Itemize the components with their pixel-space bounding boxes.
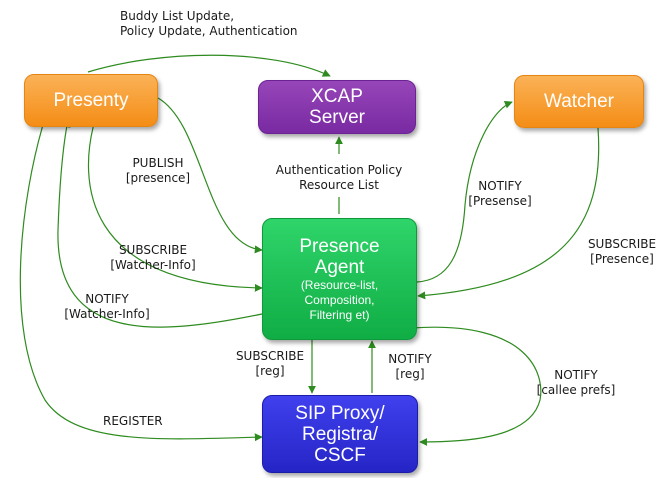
presence-agent-subtitle-line2: Composition,	[304, 292, 375, 307]
presenty-node: Presenty	[24, 74, 158, 127]
sip-proxy-node: SIP Proxy/ Registra/ CSCF	[262, 395, 418, 473]
label-notify-presense: NOTIFY [Presense]	[468, 179, 532, 208]
watcher-node: Watcher	[514, 75, 644, 128]
sip-label-line3: CSCF	[314, 444, 366, 466]
arrow-buddy-list-update	[87, 54, 331, 77]
presence-agent-title-line2: Agent	[314, 256, 365, 278]
label-subscribe-reg: SUBSCRIBE [reg]	[235, 349, 305, 378]
label-subscribe-presence: SUBSCRIBE [Presence]	[587, 237, 657, 266]
arrow-subscribe-presence	[417, 127, 600, 300]
label-buddy-list-update: Buddy List Update, Policy Update, Authen…	[120, 9, 298, 38]
presence-agent-title-line1: Presence	[299, 235, 380, 257]
label-notify-callee-prefs: NOTIFY [callee prefs]	[536, 368, 616, 397]
arrow-notify-watcher-info	[57, 119, 263, 328]
arrow-register	[19, 117, 263, 442]
presence-agent-subtitle-line1: (Resource-list,	[300, 277, 379, 292]
label-publish: PUBLISH [presence]	[125, 156, 191, 185]
label-register: REGISTER	[103, 414, 163, 428]
presence-agent-node: Presence Agent (Resource-list, Compositi…	[262, 218, 417, 340]
presence-agent-subtitle-line3: Filtering et)	[309, 307, 370, 322]
arrow-notify-presense	[416, 100, 513, 283]
arrow-notify-callee-prefs	[411, 326, 542, 446]
xcap-label-line1: XCAP	[311, 86, 363, 107]
sip-label-line2: Registra/	[301, 423, 379, 445]
xcap-server-node: XCAP Server	[258, 80, 416, 134]
watcher-label: Watcher	[543, 91, 615, 112]
label-notify-watcher-info: NOTIFY [Watcher-Info]	[64, 292, 150, 321]
label-auth-policy: Authentication Policy Resource List	[275, 163, 403, 192]
xcap-label-line2: Server	[309, 107, 365, 128]
arrow-subscribe-watcher-info	[87, 119, 263, 292]
label-notify-reg: NOTIFY [reg]	[388, 352, 432, 381]
label-subscribe-watcher-info: SUBSCRIBE [Watcher-Info]	[110, 243, 196, 272]
presenty-label: Presenty	[53, 90, 129, 111]
sip-label-line1: SIP Proxy/	[295, 402, 385, 424]
arrow-publish	[157, 97, 263, 254]
